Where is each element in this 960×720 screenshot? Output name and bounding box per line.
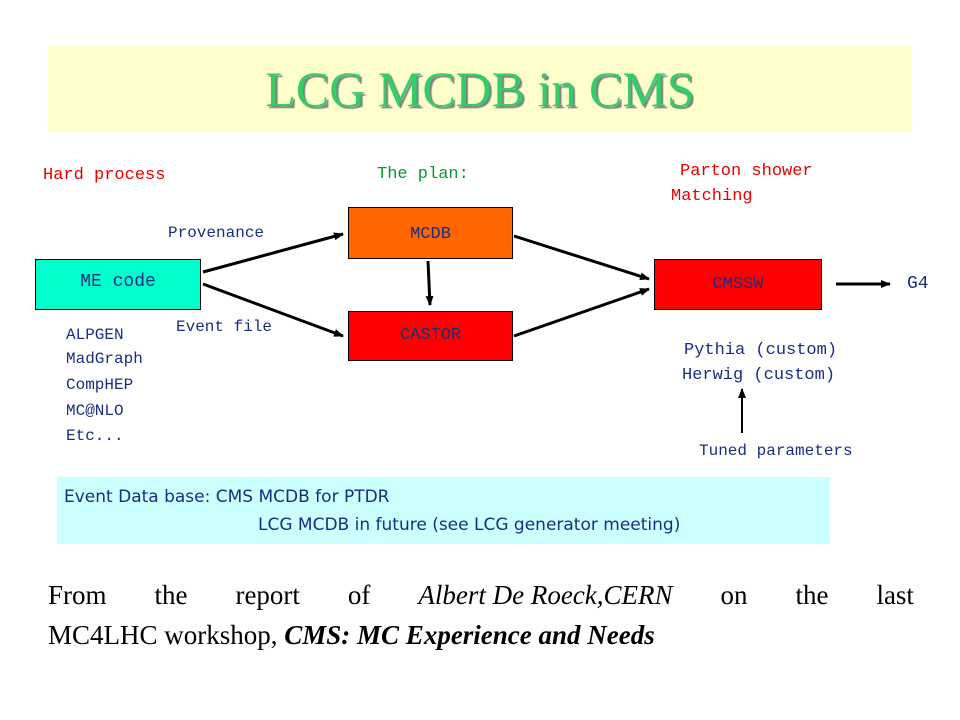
footer-author: Albert De Roeck,CERN — [418, 580, 673, 610]
arrow-mcdb-to-cmssw — [513, 234, 650, 281]
footer-talk-title: CMS: MC Experience and Needs — [284, 620, 655, 650]
the-plan-label: The plan: — [377, 165, 469, 184]
generator-item: ALPGEN — [66, 326, 124, 344]
footer-word: From — [48, 580, 107, 610]
mcdb-label: MCDB — [410, 225, 451, 244]
shower-generator-item: Pythia (custom) — [684, 341, 838, 360]
arrow-me-to-castor — [202, 282, 344, 338]
footer-line-2: MC4LHC workshop, CMS: MC Experience and … — [48, 615, 914, 655]
castor-box: CASTOR — [348, 311, 513, 361]
footer-word: the — [795, 580, 829, 610]
footer-word: the — [154, 580, 188, 610]
generator-item: MC@NLO — [66, 402, 124, 420]
me-code-box: ME code — [35, 259, 201, 310]
arrow-me-to-mcdb — [202, 232, 344, 274]
slide-title: LCG MCDB in CMS — [265, 61, 695, 117]
note-line-2: LCG MCDB in future (see LCG generator me… — [258, 515, 681, 535]
cmssw-box: CMSSW — [654, 259, 822, 310]
footer-line-1: From the report of Albert De Roeck,CERN … — [48, 575, 914, 615]
title-bar: LCG MCDB in CMS — [48, 46, 912, 132]
event-file-label: Event file — [176, 318, 273, 336]
provenance-label: Provenance — [168, 224, 265, 242]
castor-label: CASTOR — [399, 326, 462, 345]
footer-word: last — [876, 580, 914, 610]
matching-label: Matching — [671, 187, 753, 206]
shower-generator-item: Herwig (custom) — [682, 366, 836, 385]
me-code-label: ME code — [80, 272, 156, 292]
mcdb-box: MCDB — [348, 207, 513, 259]
arrow-mcdb-to-castor — [425, 260, 434, 306]
hard-process-label: Hard process — [43, 166, 166, 185]
footer-word: of — [347, 580, 371, 610]
parton-shower-label: Parton shower — [680, 162, 813, 181]
g4-label: G4 — [907, 274, 929, 294]
generator-item: MadGraph — [66, 350, 143, 368]
generator-item: CompHEP — [66, 376, 134, 394]
event-database-note: Event Data base: CMS MCDB for PTDR LCG M… — [57, 477, 830, 544]
tuned-parameters-label: Tuned parameters — [699, 442, 853, 460]
note-line-1: Event Data base: CMS MCDB for PTDR — [64, 487, 390, 507]
arrow-castor-to-cmssw — [513, 287, 650, 338]
footer-plain: MC4LHC workshop, — [48, 620, 285, 650]
footer-word: on — [720, 580, 748, 610]
footer-text: From the report of Albert De Roeck,CERN … — [48, 575, 914, 655]
generator-item: Etc... — [66, 427, 124, 445]
footer-word: report — [235, 580, 300, 610]
cmssw-label: CMSSW — [712, 275, 764, 294]
